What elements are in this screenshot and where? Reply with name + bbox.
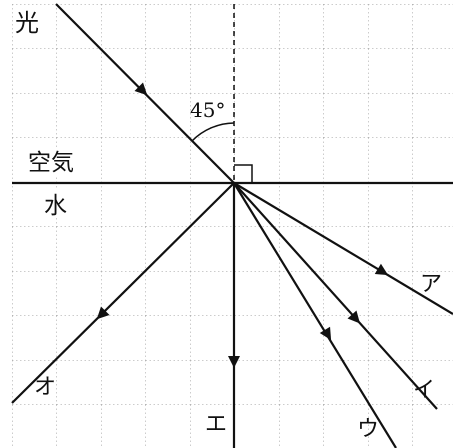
ray-o-label: オ [34, 375, 56, 400]
ray-e-label: エ [205, 412, 227, 437]
right-angle-marker [234, 164, 253, 183]
ray-u-arrow [319, 326, 332, 341]
ray-a [233, 182, 453, 315]
water-label: 水 [44, 193, 67, 219]
light-label: 光 [15, 9, 39, 37]
angle-arc [191, 122, 235, 142]
ray-a-arrow [374, 263, 389, 276]
ray-i-label: イ [413, 378, 435, 403]
air-label: 空気 [28, 150, 74, 176]
grid-background [12, 4, 453, 448]
ray-a-label: ア [420, 272, 442, 297]
ray-e-arrow [228, 356, 240, 368]
ray-i-arrow [347, 310, 361, 324]
ray-u-label: ウ [357, 417, 379, 442]
ray-i [233, 182, 438, 410]
angle-label: 45° [190, 98, 225, 122]
ray-o [11, 182, 235, 404]
ray-u [233, 182, 397, 448]
